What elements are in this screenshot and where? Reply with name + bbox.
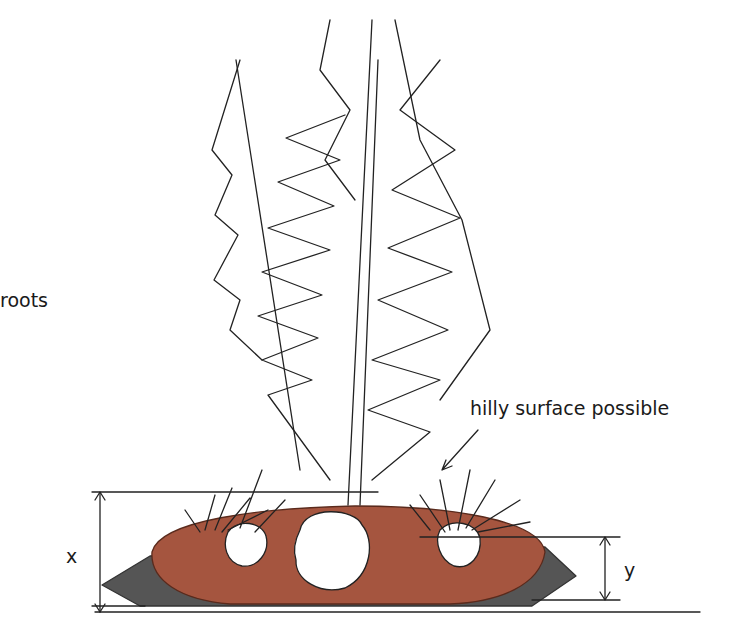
ground-line xyxy=(95,611,700,612)
foliage-stroke xyxy=(368,60,460,480)
part-label: roots xyxy=(0,290,48,311)
tree-trunk xyxy=(348,20,378,505)
foliage-stroke xyxy=(395,20,490,400)
root-ball xyxy=(225,523,266,566)
dimension-line xyxy=(420,537,620,600)
foliage-stroke xyxy=(236,60,300,470)
dimension-arrow xyxy=(95,492,105,612)
grass-tuft xyxy=(185,470,285,532)
dimension-arrow xyxy=(600,537,610,600)
foliage-stroke xyxy=(320,20,355,200)
grass-tuft xyxy=(410,470,530,532)
dimension-label: y xyxy=(624,560,635,581)
leader-arrow xyxy=(442,430,478,470)
note-label: hilly surface possible xyxy=(470,398,669,419)
foliage-stroke xyxy=(212,60,262,360)
dimension-line xyxy=(92,492,378,612)
dimension-label: x xyxy=(66,546,77,567)
root-ball xyxy=(294,512,369,590)
